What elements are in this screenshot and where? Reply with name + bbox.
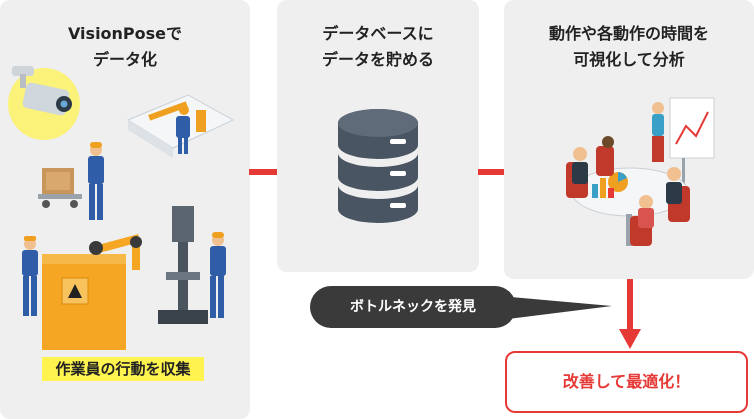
panel-collect-title-line1: VisionPoseで <box>67 24 183 43</box>
camera-icon <box>8 66 80 140</box>
worker-at-machine-illustration <box>126 94 235 158</box>
arrow-down-icon <box>619 279 641 349</box>
worker-with-robot-arm-illustration <box>22 234 142 350</box>
bottleneck-label: ボトルネックを発見 <box>310 286 516 328</box>
panel-database: データベースに データを貯める <box>277 0 479 272</box>
panel-analysis: 動作や各動作の時間を 可視化して分析 <box>504 0 754 279</box>
panel-database-title-line1: データベースに <box>322 24 434 43</box>
panel-collect: VisionPoseで データ化 <box>0 0 250 419</box>
meeting-analysis-illustration <box>566 97 715 246</box>
worker-at-drill-press-illustration <box>158 206 226 324</box>
database-icon <box>338 109 418 223</box>
panel-collect-caption: 作業員の行動を収集 <box>55 360 191 378</box>
caption-highlight <box>42 357 204 381</box>
panel-analysis-title-line2: 可視化して分析 <box>573 50 685 69</box>
panel-analysis-title-line1: 動作や各動作の時間を <box>548 24 709 43</box>
speech-pointer <box>500 296 612 320</box>
panel-collect-title-line2: データ化 <box>92 50 157 69</box>
worker-with-cart-illustration <box>38 142 104 220</box>
panel-database-title-line2: データを貯める <box>321 50 434 69</box>
result-box: 改善して最適化！ <box>505 351 748 413</box>
